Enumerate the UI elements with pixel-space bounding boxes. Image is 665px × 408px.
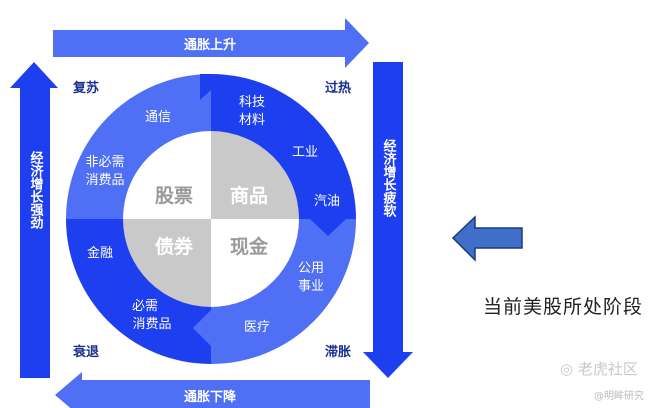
watermark-author: @明眸研究 [594,391,644,402]
sector-industrial: 工业 [292,145,318,160]
inflation-rising-arrow [53,18,369,68]
chevron-right [310,219,346,236]
sector-discretionary: 非必需 [85,155,124,170]
watermark-site: ◎ 老虎社区 [560,360,638,378]
asset-bonds: 债券 [155,235,194,258]
sector-oil: 汽油 [314,194,340,209]
label-growth-strong: 经济增长强劲 [28,150,44,230]
sector-finance: 金融 [87,245,113,261]
current-stage-note: 当前美股所处阶段 [483,296,644,318]
watermark-logo-icon: ◎ [560,360,578,378]
sector-discretionary-2: 消费品 [85,173,124,188]
phase-recovery: 复苏 [72,80,99,96]
label-growth-weak: 经济增长疲软 [381,138,397,218]
sector-utilities: 公用 [298,261,324,276]
asset-cash: 现金 [230,235,269,258]
sector-staples-2: 消费品 [132,317,171,332]
sector-materials: 材料 [239,113,265,128]
sector-staples: 必需 [132,299,158,314]
label-inflation-falling: 通胀下降 [184,389,237,405]
asset-commodities: 商品 [230,184,268,207]
pointer-arrow-icon [451,215,523,262]
sector-tech: 科技 [239,95,265,110]
growth-weakening-arrow [363,62,413,378]
chevron-left [78,202,114,219]
asset-stocks: 股票 [155,185,193,207]
chevron-bottom [193,310,211,346]
sector-healthcare: 医疗 [244,320,270,335]
inflation-falling-arrow [55,372,370,408]
sector-telecom: 通信 [145,110,171,125]
phase-stagflation: 滞胀 [325,344,351,360]
phase-recession: 衰退 [72,344,99,360]
phase-overheat: 过热 [325,80,351,96]
label-inflation-rising: 通胀上升 [184,37,236,53]
growth-strong-arrow [10,62,58,378]
sector-utilities-2: 事业 [298,279,324,294]
